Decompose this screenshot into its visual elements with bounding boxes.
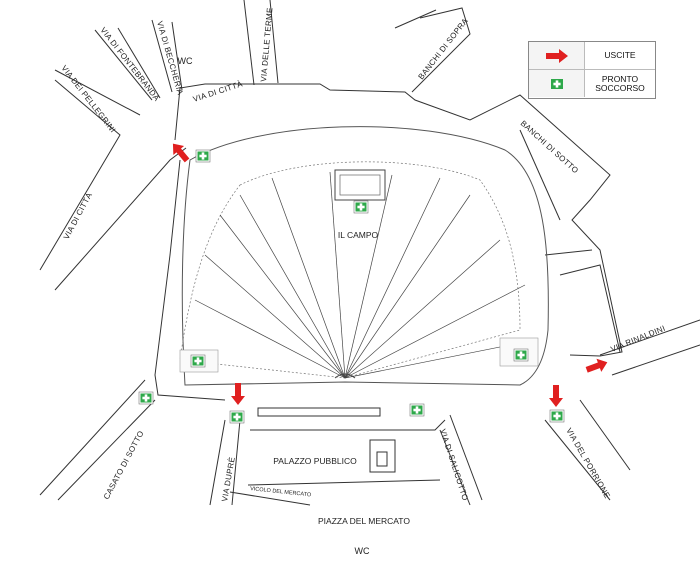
legend-first-aid-label: PRONTO SOCCORSO	[595, 73, 645, 93]
street-via-di-citta-top: VIA DI CITTÀ	[192, 79, 244, 104]
exit-arrow-icon-4	[584, 355, 610, 377]
wc-top-label: WC	[178, 56, 193, 66]
first-aid-icon-3	[190, 354, 206, 368]
legend-row-exits: USCITE	[529, 42, 655, 70]
street-via-di-citta-left: VIA DI CITTÀ	[62, 191, 94, 241]
street-via-rinaldini: VIA RINALDINI	[609, 324, 666, 354]
street-banchi-di-sopra: BANCHI DI SOPRA	[416, 16, 470, 81]
palazzo-label: PALAZZO PUBBLICO	[273, 456, 357, 466]
street-via-di-fontebranda: VIA DI FONTEBRANDA	[98, 26, 161, 103]
first-aid-icon-1	[195, 149, 211, 163]
street-outlines	[39, 0, 700, 506]
piazza-mercato-label: PIAZZA DEL MERCATO	[318, 516, 410, 526]
first-aid-icon-7	[409, 403, 425, 417]
first-aid-icon-2	[353, 200, 369, 214]
street-via-delle-terme: VIA DELLE TERME	[259, 7, 274, 82]
map-legend: USCITE PRONTO SOCCORSO	[528, 41, 656, 99]
exit-arrow-icon-2	[231, 383, 245, 405]
exit-arrow-icon-3	[549, 385, 563, 407]
street-via-del-porrione: VIA DEL PORRIONE	[564, 427, 612, 500]
wc-bottom-label: WC	[355, 546, 370, 556]
exit-arrow-icon	[529, 42, 585, 69]
street-via-dei-pellegrini: VIA DEI PELLEGRINI	[59, 64, 117, 135]
fonte-gaia	[334, 169, 386, 201]
campo-label: IL CAMPO	[338, 230, 379, 240]
campo-outer-edge	[181, 126, 549, 386]
first-aid-icon-5	[138, 391, 154, 405]
legend-exits-label: USCITE	[604, 50, 636, 60]
first-aid-icon-6	[229, 410, 245, 424]
campo-shell	[179, 161, 521, 379]
street-casato-di-sotto: CASATO DI SOTTO	[102, 429, 146, 501]
legend-row-first-aid: PRONTO SOCCORSO	[529, 70, 655, 97]
street-via-di-salicotto: VIA DI SALICOTTO	[438, 428, 470, 502]
first-aid-icon-4	[513, 348, 529, 362]
first-aid-icon-8	[549, 409, 565, 423]
green-cross-icon	[529, 70, 585, 97]
